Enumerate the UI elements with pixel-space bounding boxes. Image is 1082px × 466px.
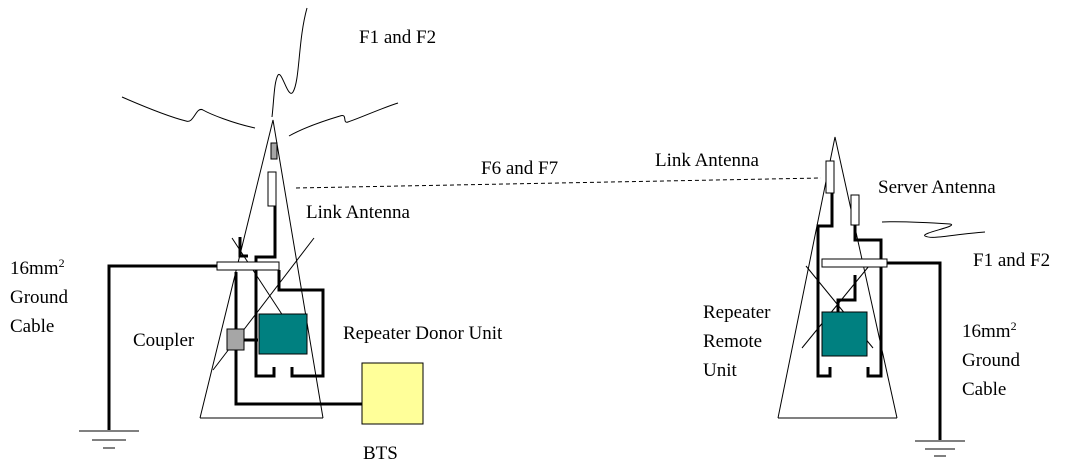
label-remote-unit-line1: Repeater — [703, 302, 771, 323]
label-bts: BTS — [363, 443, 398, 464]
label-server-antenna: Server Antenna — [878, 177, 996, 198]
remote-ground-symbol — [915, 440, 965, 457]
donor-ground-cable — [107, 264, 219, 430]
remote-tower-cross — [801, 265, 870, 349]
donor-loop-left — [238, 237, 248, 258]
repeater-donor-unit — [258, 313, 308, 355]
coupler-box — [226, 328, 245, 351]
remote-loop — [836, 275, 857, 312]
server-antenna — [850, 194, 860, 226]
remote-server-cable — [853, 225, 883, 378]
remote-ground-bar — [821, 258, 888, 268]
remote-ground-cable — [887, 261, 942, 440]
repeater-remote-unit — [821, 311, 868, 357]
remote-tower-frame — [777, 136, 898, 419]
label-donor-rf: F1 and F2 — [359, 27, 436, 48]
label-coupler: Coupler — [133, 330, 195, 351]
rf-wave-right — [288, 102, 399, 137]
donor-bts-cable — [234, 350, 362, 406]
label-ground-right: 16mm2 — [962, 319, 1017, 342]
link-path-dashed — [295, 177, 822, 189]
label-ground-right-line3: Cable — [962, 379, 1006, 400]
label-ground-right-line2: Ground — [962, 350, 1021, 371]
donor-loop-right — [277, 270, 325, 378]
donor-ground-bar — [216, 261, 280, 271]
label-remote-unit-line2: Remote — [703, 331, 762, 352]
rf-wave-left — [121, 96, 256, 129]
rf-wave-top — [271, 7, 308, 118]
donor-ground-symbol — [79, 430, 139, 449]
label-remote-rf: F1 and F2 — [973, 250, 1050, 271]
remote-link-antenna — [825, 160, 835, 194]
rf-wave-server — [881, 221, 986, 238]
donor-feeder-cable — [254, 206, 277, 378]
donor-link-antenna — [267, 171, 277, 207]
label-ground-left-line2: Ground — [10, 287, 69, 308]
label-remote-unit-line3: Unit — [703, 360, 738, 381]
bts-box — [361, 362, 424, 425]
label-link-antenna-left: Link Antenna — [306, 202, 411, 223]
remote-feeder-cable — [816, 193, 834, 378]
label-link-antenna-right: Link Antenna — [655, 150, 760, 171]
donor-top-antenna — [270, 142, 278, 160]
label-ground-left: 16mm2 — [10, 256, 65, 279]
label-donor-unit: Repeater Donor Unit — [343, 323, 503, 344]
label-ground-left-line3: Cable — [10, 316, 54, 337]
label-link-freq: F6 and F7 — [481, 158, 558, 179]
